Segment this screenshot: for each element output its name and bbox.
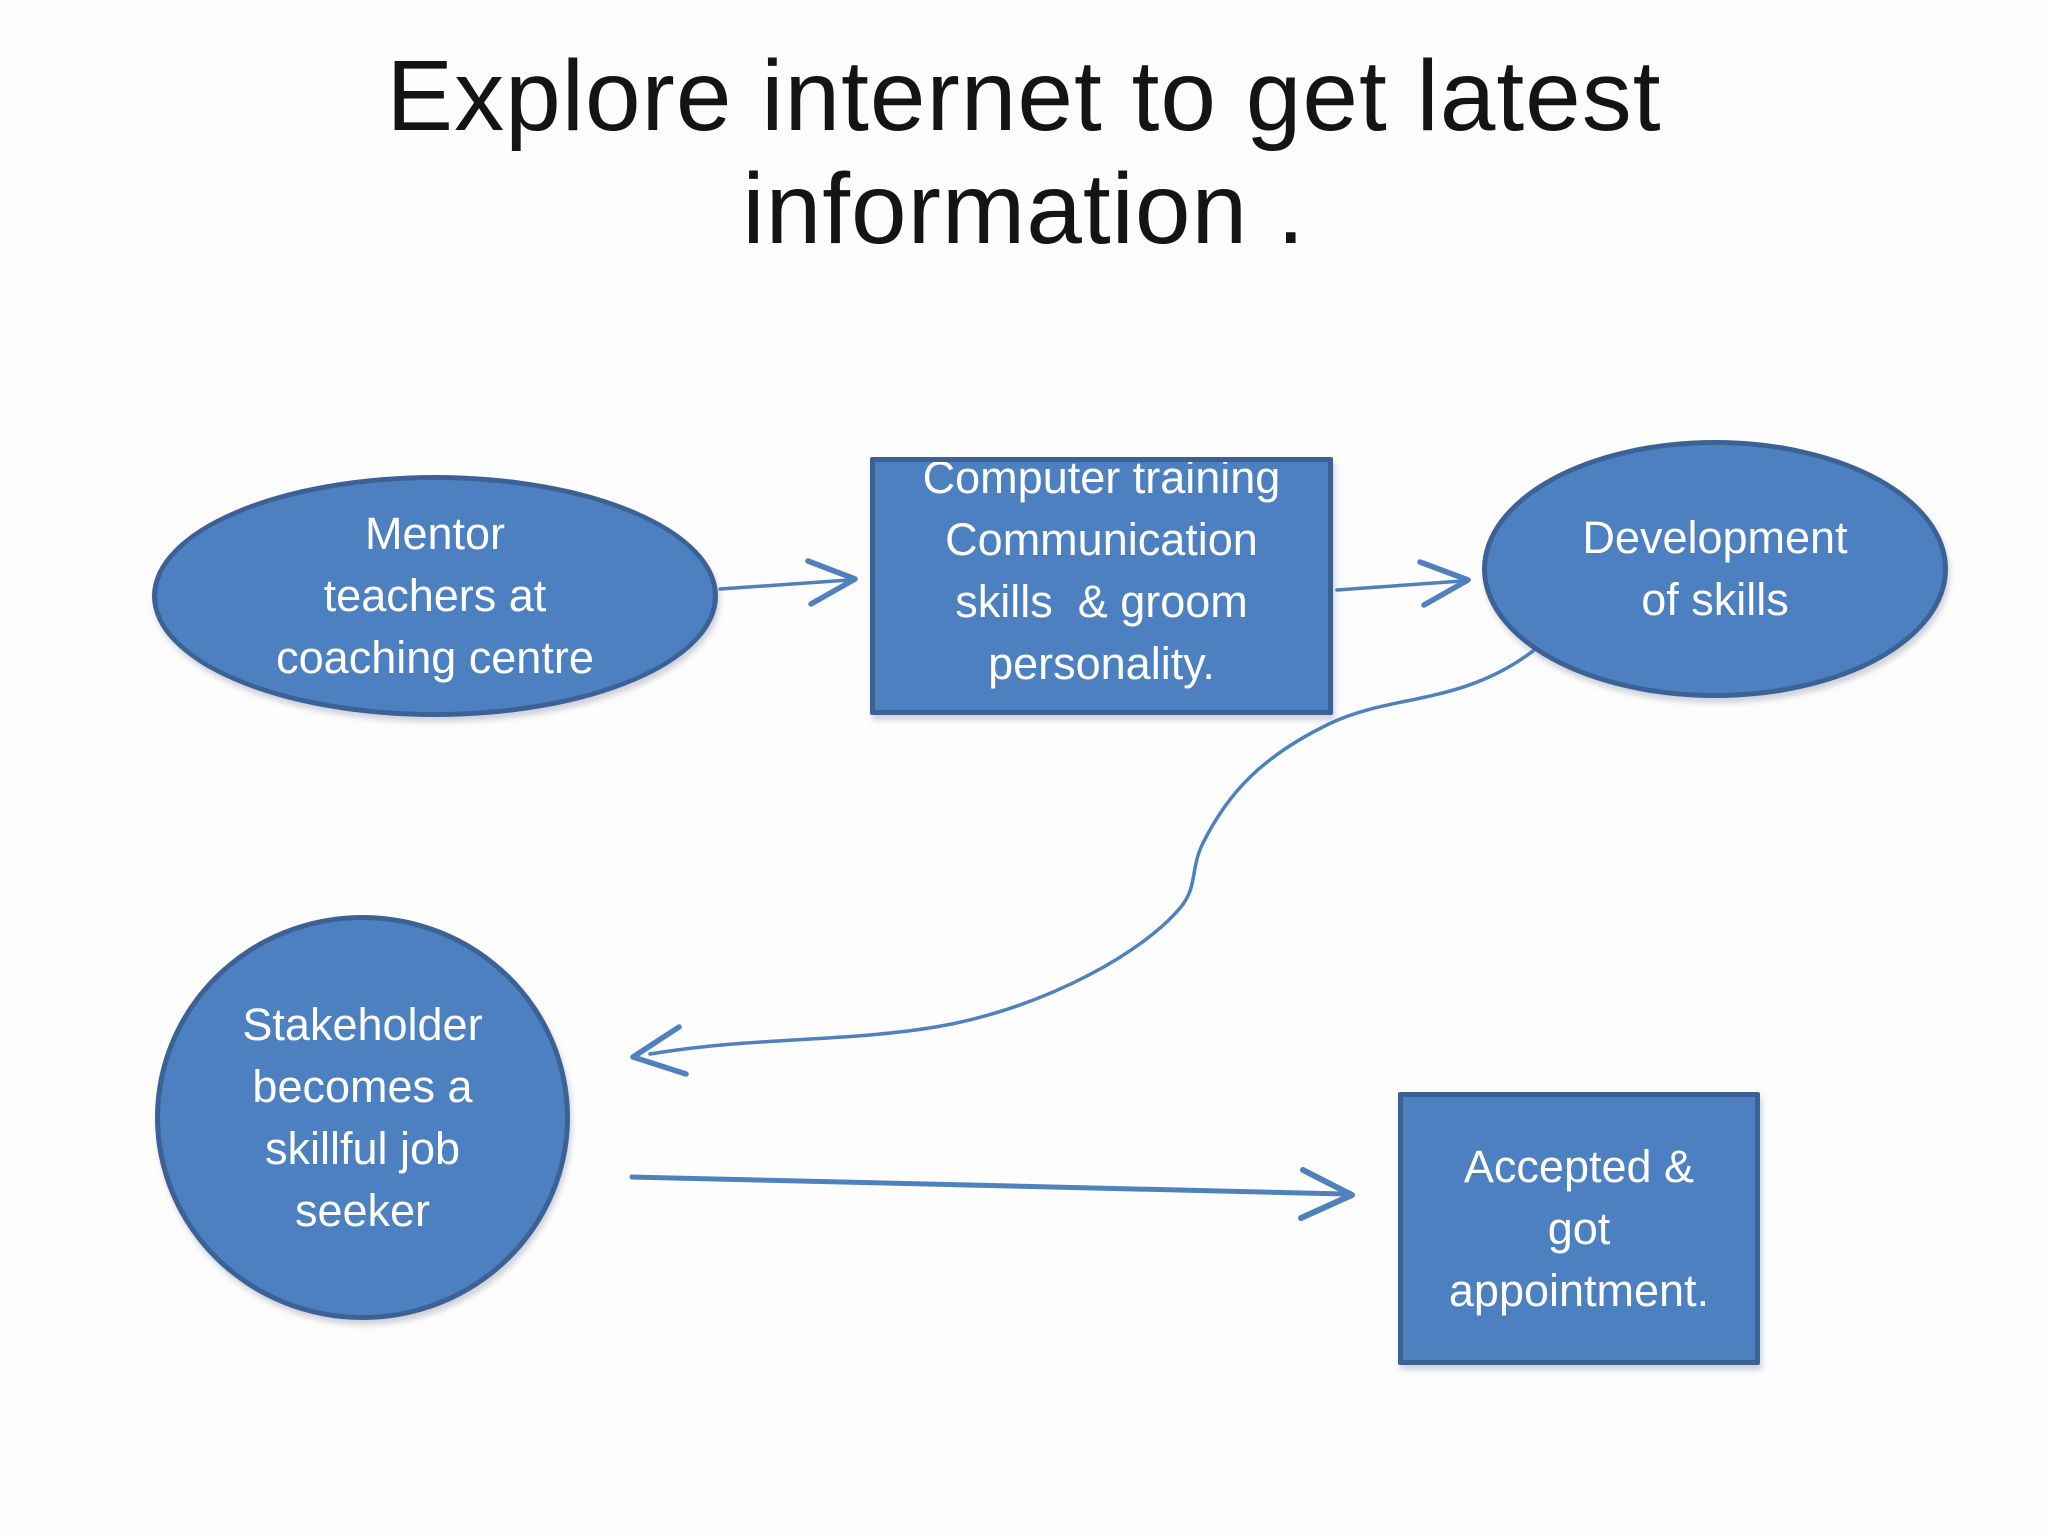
stakeholder-circle-text: Stakeholder becomes a skillful job seeke… <box>242 994 482 1242</box>
mentor-line-3: coaching centre <box>276 632 594 683</box>
mentor-ellipse-text: Mentor teachers at coaching centre <box>276 503 594 689</box>
accepted-rectangle: Accepted & got appointment. <box>1398 1092 1760 1365</box>
accepted-line-3: appointment. <box>1448 1264 1710 1316</box>
slide-title: Explore internet to get latest informati… <box>0 40 2048 266</box>
slide-title-line1: Explore internet to get latest <box>386 40 1662 152</box>
development-line-2: of skills <box>1641 574 1789 625</box>
arrow-training-to-development-head <box>1417 559 1471 608</box>
training-rectangle: Computer training Communication skills &… <box>870 457 1333 715</box>
development-ellipse: Development of skills <box>1482 440 1948 698</box>
arrow-stakeholder-to-accepted-line <box>629 1174 1349 1197</box>
mentor-ellipse: Mentor teachers at coaching centre <box>152 475 718 717</box>
training-line-3: skills & groom <box>955 576 1248 627</box>
training-line-2: Communication <box>945 514 1258 565</box>
training-rectangle-text: Computer training Communication skills &… <box>922 457 1281 695</box>
stakeholder-line-1: Stakeholder <box>242 998 483 1050</box>
accepted-line-1: Accepted & <box>1463 1140 1695 1192</box>
stakeholder-line-4: seeker <box>294 1184 431 1236</box>
training-line-1: Computer training <box>922 457 1281 503</box>
development-line-1: Development <box>1582 512 1848 563</box>
training-line-4: personality. <box>988 638 1215 689</box>
arrow-mentor-to-training-line <box>718 578 851 591</box>
stakeholder-line-2: becomes a <box>252 1060 473 1112</box>
slide-title-line2: information . <box>742 153 1306 265</box>
stakeholder-line-3: skillful job <box>264 1122 461 1174</box>
mentor-line-2: teachers at <box>323 570 547 621</box>
arrow-development-to-stakeholder-head <box>630 1024 689 1077</box>
accepted-rectangle-text: Accepted & got appointment. <box>1449 1136 1709 1322</box>
development-ellipse-text: Development of skills <box>1582 507 1847 631</box>
mentor-line-1: Mentor <box>364 508 506 559</box>
arrow-stakeholder-to-accepted-head <box>1298 1167 1355 1221</box>
stakeholder-circle: Stakeholder becomes a skillful job seeke… <box>155 915 570 1320</box>
arrow-mentor-to-training-head <box>805 558 858 607</box>
accepted-line-2: got <box>1547 1202 1611 1254</box>
arrow-training-to-development-line <box>1335 579 1464 592</box>
